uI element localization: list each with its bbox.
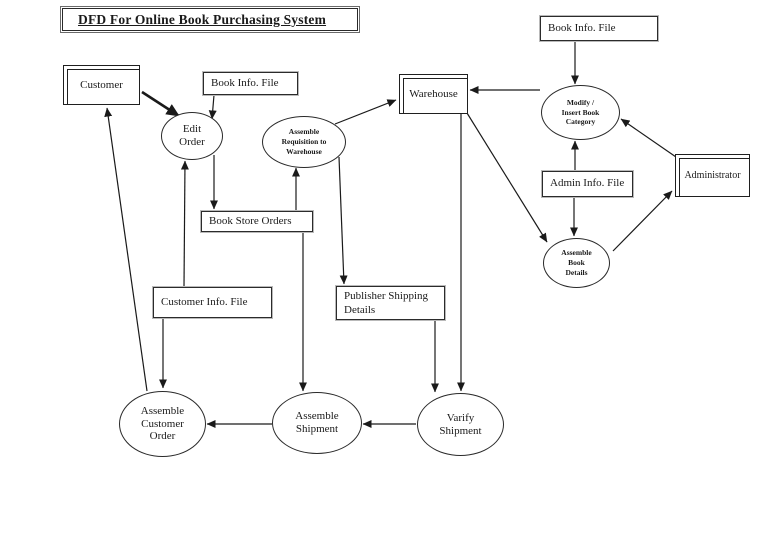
edge-assemble_customer_order-to-customer	[104, 107, 148, 392]
process-label: Assemble Shipment	[295, 410, 339, 435]
store-label: Book Store Orders	[209, 214, 292, 227]
edge-customer-to-edit_order	[141, 90, 180, 118]
store-publisher-shipping-details: Publisher Shipping Details	[335, 285, 446, 321]
diagram-title-box: DFD For Online Book Purchasing System	[60, 6, 360, 33]
process-label: Assemble Book Details	[561, 248, 592, 277]
edge-administrator-to-modify_insert_book_category	[620, 118, 677, 158]
store-label: Book Info. File	[548, 21, 616, 34]
process-label: Edit Order	[179, 123, 205, 148]
store-label: Publisher Shipping Details	[344, 290, 429, 316]
process-label: Assemble Customer Order	[140, 404, 185, 443]
store-label: Customer Info. File	[161, 295, 248, 308]
edge-assemble_requisition_to_warehouse-to-warehouse	[334, 99, 397, 125]
process-label: Assemble Requisition to Warehouse	[281, 127, 327, 156]
process-label: Modify / Insert Book Category	[561, 97, 600, 127]
entity-administrator-label: Administrator	[684, 170, 741, 181]
process-modify-insert-book-category: Modify / Insert Book Category	[541, 85, 620, 140]
entity-administrator: Administrator	[675, 154, 750, 197]
store-label: Admin Info. File	[550, 177, 625, 190]
entity-customer-label: Customer	[80, 79, 123, 91]
process-assemble-shipment: Assemble Shipment	[272, 392, 362, 454]
process-assemble-book-details: Assemble Book Details	[543, 238, 610, 288]
edge-customer_info_file-to-edit_order	[180, 160, 189, 288]
store-book-store-orders: Book Store Orders	[200, 210, 314, 233]
edge-warehouse-to-assemble_book_details	[466, 112, 548, 243]
store-label: Book Info. File	[211, 76, 279, 89]
diagram-title: DFD For Online Book Purchasing System	[78, 11, 327, 27]
process-assemble-customer-order: Assemble Customer Order	[119, 391, 206, 457]
entity-customer: Customer	[63, 65, 140, 105]
process-assemble-requisition-to-warehouse: Assemble Requisition to Warehouse	[262, 116, 346, 168]
process-edit-order: Edit Order	[161, 112, 223, 160]
store-admin-info-file: Admin Info. File	[541, 170, 634, 198]
store-book-info-file-right: Book Info. File	[539, 15, 659, 42]
edge-assemble_book_details-to-administrator	[612, 190, 673, 252]
process-label: Varify Shipment	[439, 411, 482, 437]
edge-book_info_file_left-to-edit_order	[208, 94, 217, 120]
store-book-info-file-left: Book Info. File	[202, 71, 299, 96]
entity-warehouse: Warehouse	[399, 74, 468, 114]
store-customer-info-file: Customer Info. File	[152, 286, 273, 319]
process-varify-shipment: Varify Shipment	[417, 393, 504, 456]
edge-assemble_requisition_to_warehouse-to-publisher_shipping_details	[338, 156, 348, 285]
entity-warehouse-label: Warehouse	[409, 88, 458, 100]
